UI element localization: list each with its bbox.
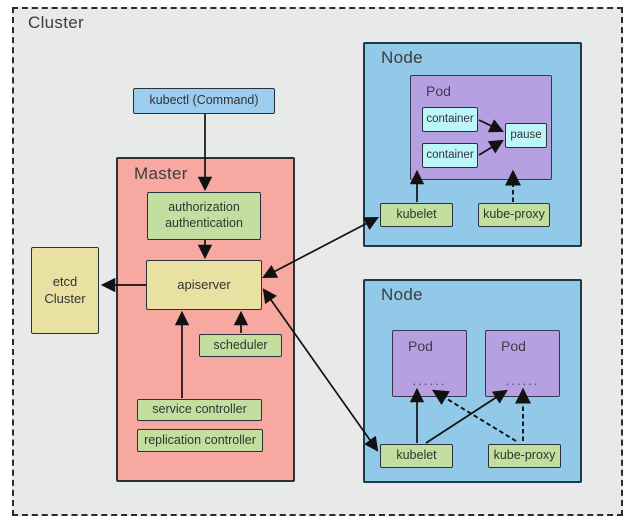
node-bottom-kubelet-box: kubelet xyxy=(380,444,453,468)
etcd-label-line1: etcd xyxy=(52,274,78,290)
kubectl-box: kubectl (Command) xyxy=(133,88,275,114)
container-b-label: container xyxy=(426,149,474,162)
node-bottom-pod-b-dots: ...... xyxy=(505,373,540,388)
container-a-box: container xyxy=(422,107,478,132)
apiserver-label: apiserver xyxy=(177,276,231,292)
node-bottom-pod-a-box: Pod ...... xyxy=(392,330,467,397)
node-top-kube-proxy-box: kube-proxy xyxy=(478,203,550,227)
etcd-label-line2: Cluster xyxy=(44,290,86,306)
node-top-kubelet-label: kubelet xyxy=(396,207,437,222)
authorization-label: authorization xyxy=(168,200,240,215)
kubectl-label: kubectl (Command) xyxy=(149,93,259,108)
service-controller-label: service controller xyxy=(152,402,247,417)
node-bottom-pod-b-label: Pod xyxy=(501,338,526,354)
apiserver-box: apiserver xyxy=(146,260,262,310)
scheduler-box: scheduler xyxy=(199,334,282,357)
service-controller-box: service controller xyxy=(137,399,262,421)
node-bottom-kube-proxy-box: kube-proxy xyxy=(488,444,561,468)
node-bottom-kubelet-label: kubelet xyxy=(396,448,437,463)
node-top-kube-proxy-label: kube-proxy xyxy=(483,207,545,222)
etcd-box: etcd Cluster xyxy=(31,247,99,334)
node-top-pod-label: Pod xyxy=(426,83,451,99)
node-top-label: Node xyxy=(381,48,423,67)
pause-box: pause xyxy=(505,123,547,148)
node-bottom-kube-proxy-label: kube-proxy xyxy=(493,448,556,463)
container-a-label: container xyxy=(426,113,474,126)
replication-controller-label: replication controller xyxy=(144,432,256,447)
cluster-label: Cluster xyxy=(28,13,84,32)
node-bottom-pod-b-box: Pod ...... xyxy=(485,330,560,397)
pause-label: pause xyxy=(510,129,542,142)
node-bottom-label: Node xyxy=(381,285,423,304)
scheduler-label: scheduler xyxy=(213,337,268,352)
auth-box: authorization authentication xyxy=(147,192,261,240)
container-b-box: container xyxy=(422,143,478,168)
node-top-kubelet-box: kubelet xyxy=(380,203,453,227)
node-bottom-pod-a-label: Pod xyxy=(408,338,433,354)
authentication-label: authentication xyxy=(165,216,243,230)
master-label: Master xyxy=(134,164,188,183)
node-bottom-pod-a-dots: ...... xyxy=(412,373,447,388)
replication-controller-box: replication controller xyxy=(137,429,263,452)
